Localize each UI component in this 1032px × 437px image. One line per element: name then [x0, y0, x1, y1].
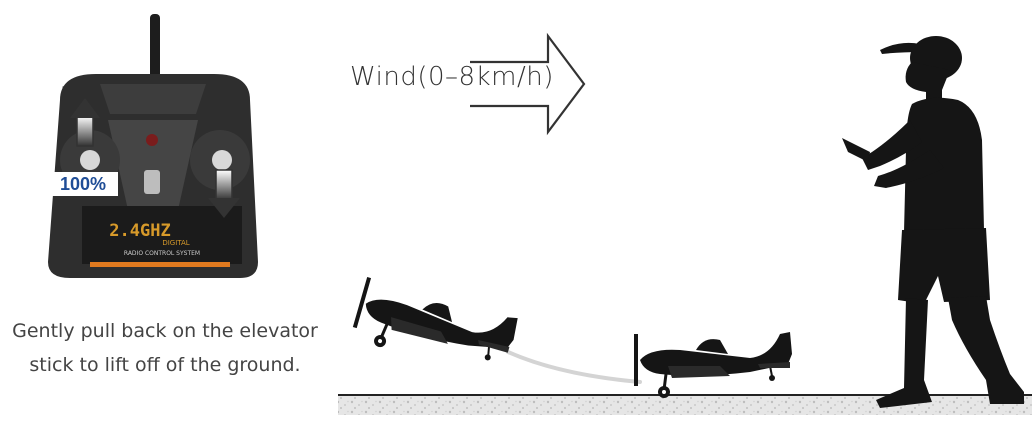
wind-arrow-icon — [470, 32, 586, 136]
takeoff-path — [506, 350, 642, 384]
throttle-up-arrow-icon — [70, 98, 100, 147]
brand-text: 2.4GHZ — [109, 221, 170, 241]
caption-line-2: stick to lift off of the ground. — [29, 354, 301, 376]
ground-texture — [338, 395, 1032, 415]
right-stick — [212, 150, 232, 170]
orange-strip — [90, 262, 230, 267]
center-panel — [108, 120, 198, 210]
wind-label: Wind(0–8km/h) — [350, 62, 554, 92]
left-stick — [80, 150, 100, 170]
elevator-down-arrow-icon — [208, 169, 240, 218]
antenna-icon — [150, 14, 160, 82]
transmitter: 2.4GHZ DIGITAL RADIO CONTROL SYSTEM — [48, 14, 258, 278]
handle-panel — [100, 84, 206, 114]
system-text: RADIO CONTROL SYSTEM — [124, 250, 200, 257]
pilot-silhouette-icon — [842, 36, 1024, 408]
throttle-percent-badge: 100% — [48, 172, 118, 196]
instruction-caption: Gently pull back on the elevator stick t… — [0, 314, 330, 382]
airplane-icon — [632, 330, 794, 400]
power-led — [146, 134, 158, 146]
brand-subtext: DIGITAL — [162, 239, 189, 247]
airplane-icon — [348, 273, 522, 384]
power-switch — [144, 170, 160, 194]
caption-line-1: Gently pull back on the elevator — [12, 320, 318, 342]
brand-panel — [82, 206, 242, 264]
